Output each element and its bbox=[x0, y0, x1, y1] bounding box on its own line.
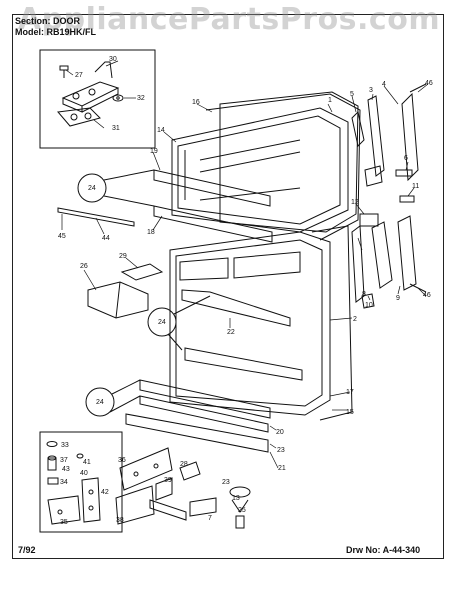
callout-40: 40 bbox=[80, 470, 88, 477]
callout-labels: 30 27 32 31 16 14 19 24 18 45 44 1 5 3 4… bbox=[58, 56, 433, 526]
trim-strip-drawing bbox=[57, 207, 135, 227]
callout-8: 8 bbox=[362, 291, 366, 298]
callout-5: 5 bbox=[350, 91, 354, 98]
callout-36: 36 bbox=[118, 457, 126, 464]
callout-45: 45 bbox=[58, 233, 66, 240]
callout-33: 33 bbox=[61, 442, 69, 449]
fresh-food-door-drawing bbox=[125, 225, 353, 453]
callout-11: 11 bbox=[412, 183, 419, 190]
callout-26: 26 bbox=[80, 263, 88, 270]
callout-6: 6 bbox=[404, 155, 408, 162]
lower-hinge-parts-drawing bbox=[115, 447, 251, 529]
callout-24-middle: 24 bbox=[158, 319, 166, 326]
callout-31: 31 bbox=[112, 125, 120, 132]
callout-38: 38 bbox=[116, 517, 124, 524]
bottom-hinge-inset-box bbox=[39, 431, 123, 533]
callout-46-upper: 46 bbox=[425, 80, 433, 87]
top-hinge-inset-box bbox=[39, 49, 156, 149]
callout-19: 19 bbox=[150, 148, 158, 155]
top-hinge-drawing bbox=[57, 61, 124, 127]
drawing-date: 7/92 bbox=[18, 545, 36, 555]
callout-32: 32 bbox=[137, 95, 145, 102]
callout-10: 10 bbox=[365, 302, 373, 309]
callout-22: 22 bbox=[227, 329, 235, 336]
callout-4: 4 bbox=[382, 81, 386, 88]
callout-18: 18 bbox=[147, 229, 155, 236]
bottom-hinge-parts-drawing bbox=[46, 441, 101, 525]
leader-lines bbox=[61, 60, 429, 469]
callout-1: 1 bbox=[328, 97, 332, 104]
callout-29: 29 bbox=[119, 253, 127, 260]
callout-23-lower: 23 bbox=[222, 479, 230, 486]
model-label: Model: RB19HK/FL bbox=[15, 27, 96, 37]
callout-21: 21 bbox=[278, 465, 286, 472]
detail-circle-lower bbox=[85, 387, 115, 417]
callout-46-lower: 46 bbox=[423, 292, 431, 299]
freezer-door-drawing bbox=[153, 93, 361, 243]
callout-28: 28 bbox=[180, 461, 188, 468]
callout-42: 42 bbox=[101, 489, 109, 496]
callout-41: 41 bbox=[83, 459, 91, 466]
callout-12: 12 bbox=[351, 199, 359, 206]
callout-9: 9 bbox=[396, 295, 400, 302]
callout-34: 34 bbox=[60, 479, 68, 486]
drawing-frame bbox=[12, 14, 444, 559]
callout-2: 2 bbox=[353, 316, 357, 323]
callout-25: 25 bbox=[238, 507, 246, 514]
callout-23-upper: 23 bbox=[277, 447, 285, 454]
callout-14: 14 bbox=[157, 127, 165, 134]
callout-24-upper: 24 bbox=[88, 185, 96, 192]
callout-17: 17 bbox=[346, 389, 354, 396]
detail-circle-upper bbox=[77, 173, 107, 203]
callout-24-lower: 24 bbox=[96, 399, 104, 406]
right-hinges-handles-drawing bbox=[351, 83, 427, 309]
callout-15: 15 bbox=[346, 409, 354, 416]
callout-3: 3 bbox=[369, 87, 373, 94]
detail-circle-middle bbox=[147, 307, 177, 337]
callout-13: 13 bbox=[232, 495, 240, 502]
callout-44: 44 bbox=[102, 235, 110, 242]
callout-20: 20 bbox=[276, 429, 284, 436]
callout-7: 7 bbox=[208, 515, 212, 522]
freezer-gasket-drawing bbox=[219, 91, 359, 233]
watermark: AppliancePartsPros.com bbox=[17, 2, 441, 37]
callout-27: 27 bbox=[75, 72, 83, 79]
callout-37: 37 bbox=[60, 457, 68, 464]
callout-35: 35 bbox=[60, 519, 68, 526]
drawing-number: Drw No: A-44-340 bbox=[346, 545, 421, 555]
section-label: Section: DOOR bbox=[15, 16, 81, 26]
dairy-bin-drawing bbox=[87, 263, 164, 319]
callout-39: 39 bbox=[164, 477, 172, 484]
callout-30: 30 bbox=[109, 56, 117, 63]
callout-16: 16 bbox=[192, 99, 200, 106]
callout-43: 43 bbox=[62, 466, 70, 473]
